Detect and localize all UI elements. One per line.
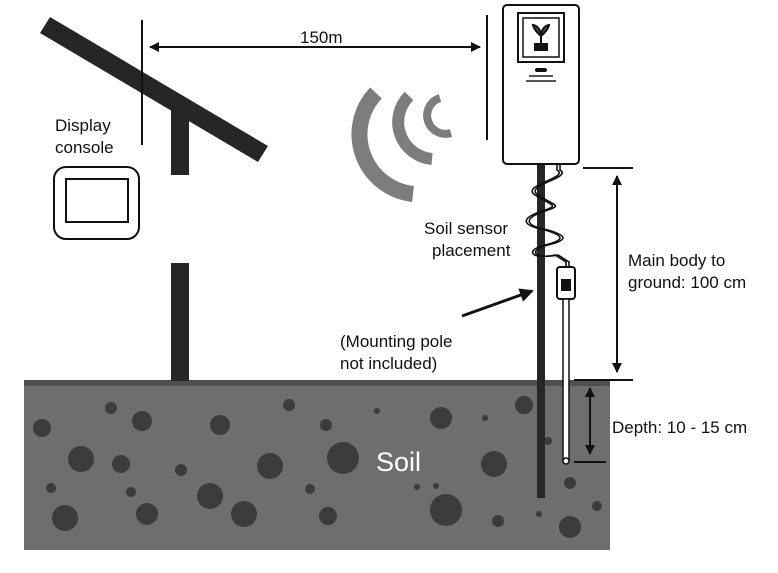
soil-sensor-probe [556,266,576,465]
placement-pointer-arrow [461,288,534,318]
display-console-label-line1: Display [55,116,111,135]
mounting-pole [537,160,545,498]
sensor-cable [525,164,570,268]
display-console-icon [53,166,140,240]
depth-label: Depth: 10 - 15 cm [612,418,748,437]
depth-dimension [574,379,606,463]
main-body-height-label-line2: ground: 100 cm [628,273,747,292]
solar-panel-mount-icon [40,17,268,381]
main-body-height-label-line1: Main body to [628,251,726,270]
soil-pebbles [33,396,602,538]
mounting-pole-note-line1: (Mounting pole [340,332,453,351]
distance-dimension [141,15,488,145]
soil-label: Soil [376,447,422,477]
height-dimension [583,167,633,381]
weather-sensor-unit-icon [502,4,580,165]
display-console-label-line2: console [55,138,114,157]
mounting-pole-note-line2: not included) [340,354,438,373]
sensor-placement-label-line1: Soil sensor [424,219,509,238]
distance-label: 150m [300,28,343,47]
wireless-signal-icon [351,87,453,202]
sensor-placement-label-line2: placement [432,241,511,260]
